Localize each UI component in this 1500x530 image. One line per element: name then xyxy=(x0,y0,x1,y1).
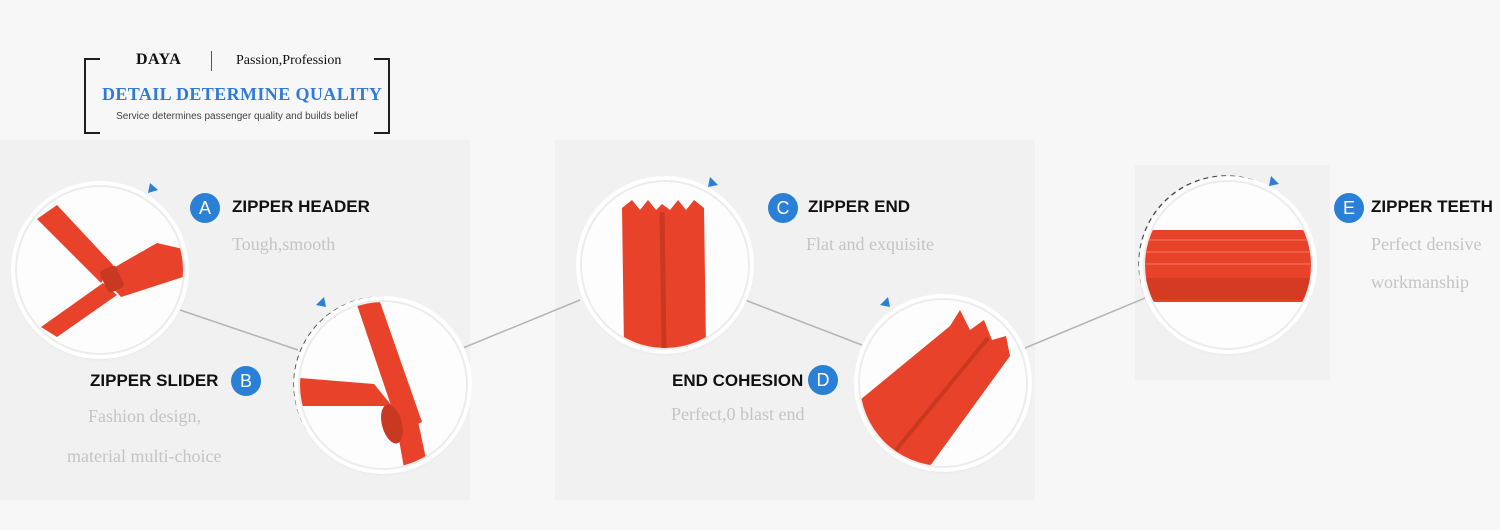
dashed-ring xyxy=(293,296,469,472)
feature-desc: Tough,smooth xyxy=(232,234,336,254)
feature-title: ZIPPER HEADER xyxy=(232,197,370,216)
feature-desc: Fashion design, xyxy=(88,406,202,426)
brand-tagline: Service determines passenger quality and… xyxy=(116,111,358,122)
feature-c: C ZIPPER END Flat and exquisite xyxy=(766,190,1026,270)
letter-a-badge: A xyxy=(190,193,220,223)
feature-desc: Flat and exquisite xyxy=(806,234,934,254)
feature-d: END COHESION D Perfect,0 blast end xyxy=(666,362,886,442)
dashed-ring xyxy=(1138,175,1314,351)
feature-desc: Perfect densive xyxy=(1371,234,1482,254)
brand-motto: Passion,Profession xyxy=(236,53,342,68)
feature-b: ZIPPER SLIDER B Fashion design, material… xyxy=(60,360,310,480)
feature-desc: material multi-choice xyxy=(67,446,222,466)
dashed-ring xyxy=(577,176,753,352)
feature-a: A ZIPPER HEADER Tough,smooth xyxy=(188,190,448,270)
zipper-teeth-photo xyxy=(1143,180,1313,350)
letter-c-badge: C xyxy=(768,193,798,223)
divider xyxy=(211,51,212,71)
dashed-ring xyxy=(12,182,188,358)
right-bracket xyxy=(374,58,390,134)
page-title: DETAIL DETERMINE QUALITY xyxy=(102,84,383,104)
feature-title: ZIPPER END xyxy=(808,197,911,216)
feature-e: E ZIPPER TEETH Perfect densive workmansh… xyxy=(1332,190,1500,300)
dashed-ring xyxy=(855,296,1031,472)
left-bracket xyxy=(84,58,100,134)
letter-e-badge: E xyxy=(1334,193,1364,223)
zipper-end-photo xyxy=(580,180,750,350)
feature-title: END COHESION xyxy=(672,371,804,390)
feature-desc: workmanship xyxy=(1371,272,1469,292)
company-name: DAYA xyxy=(136,51,182,68)
zipper-header-photo xyxy=(15,185,185,355)
brand-header: DAYA Passion,Profession DETAIL DETERMINE… xyxy=(84,44,390,134)
letter-b-badge: B xyxy=(231,366,261,396)
feature-desc: Perfect,0 blast end xyxy=(671,404,805,424)
letter-d-badge: D xyxy=(808,365,838,395)
feature-title: ZIPPER TEETH xyxy=(1371,197,1493,216)
zipper-slider-photo xyxy=(298,300,468,470)
feature-title: ZIPPER SLIDER xyxy=(90,371,219,390)
end-cohesion-photo xyxy=(858,298,1028,468)
